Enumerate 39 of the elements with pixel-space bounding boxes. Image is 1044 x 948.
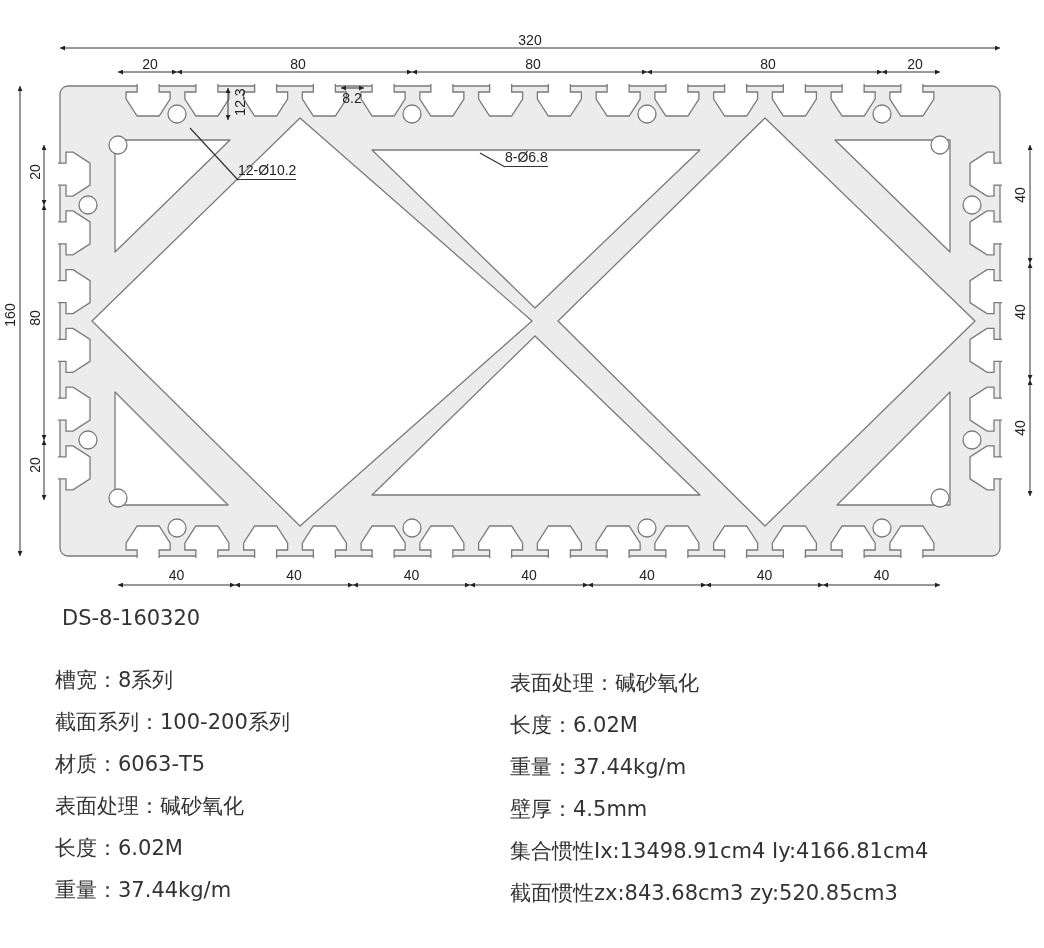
dimension-label: 40 xyxy=(1013,187,1027,203)
spec-text: 壁厚：4.5mm xyxy=(510,799,648,820)
spec-text: 重量：37.44kg/m xyxy=(55,880,232,901)
leader-line xyxy=(189,127,239,181)
dimension-label: 80 xyxy=(525,57,541,71)
spec-text: 材质：6063-T5 xyxy=(55,754,206,775)
dimension-label: 160 xyxy=(3,303,17,327)
spec-text: 表面处理：碱砂氧化 xyxy=(55,796,244,817)
spec-text: 重量：37.44kg/m xyxy=(510,757,687,778)
dimension-label: 40 xyxy=(639,568,655,582)
callout-text: 12-Ø10.2 xyxy=(238,163,297,180)
dimension-label: 40 xyxy=(1013,304,1027,320)
callout-text: 8-Ø6.8 xyxy=(505,150,548,167)
dimension-label: 80 xyxy=(290,57,306,71)
dimension-label: 40 xyxy=(1013,420,1027,436)
dimension-label: 20 xyxy=(907,57,923,71)
spec-text: 槽宽：8系列 xyxy=(55,670,174,691)
dimension-label: 320 xyxy=(518,33,542,47)
spec-text: 表面处理：碱砂氧化 xyxy=(510,673,699,694)
dimension-label: 8.2 xyxy=(342,91,362,105)
dimension-label: 40 xyxy=(168,568,185,582)
dimension-label: 40 xyxy=(403,568,420,582)
spec-text: 集合惯性Ix:13498.91cm4 Iy:4166.81cm4 xyxy=(510,841,929,862)
dimension-label: 40 xyxy=(286,568,302,582)
spec-text: 长度：6.02M xyxy=(55,838,183,859)
dimension-label: 80 xyxy=(28,310,42,326)
dimension-label: 40 xyxy=(521,568,537,582)
dimension-label: 20 xyxy=(28,164,42,180)
dimension-label: 40 xyxy=(756,568,773,582)
model-number: DS-8-160320 xyxy=(62,608,201,629)
dimension-label: 40 xyxy=(873,568,890,582)
dimension-label: 12.3 xyxy=(233,88,247,116)
spec-text: 截面惯性zx:843.68cm3 zy:520.85cm3 xyxy=(510,883,898,904)
spec-text: 截面系列：100-200系列 xyxy=(55,712,290,733)
dimension-label: 80 xyxy=(760,57,776,71)
dimension-label: 20 xyxy=(142,57,158,71)
leader-line xyxy=(479,152,506,168)
dimension-label: 20 xyxy=(28,457,42,473)
spec-text: 长度：6.02M xyxy=(510,715,638,736)
